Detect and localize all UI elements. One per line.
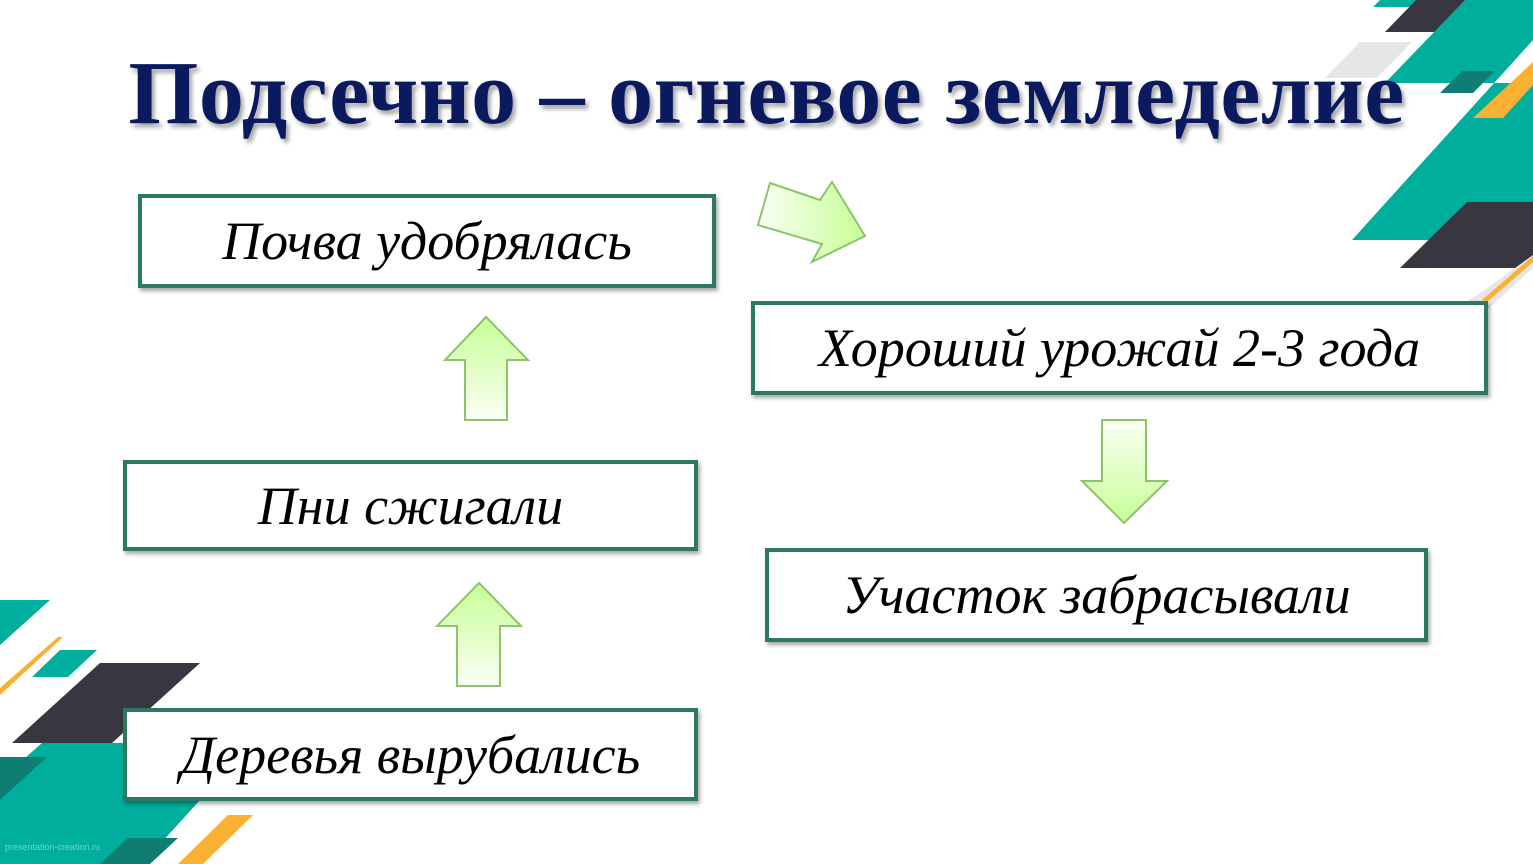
step-box-soil-fertilized: Почва удобрялась bbox=[138, 194, 716, 288]
deco-shape bbox=[178, 815, 253, 864]
deco-shape bbox=[0, 757, 47, 800]
step-label: Пни сжигали bbox=[257, 475, 564, 536]
arrow-diagonal-icon bbox=[756, 180, 867, 265]
arrow-up-icon bbox=[442, 315, 531, 421]
step-box-good-harvest: Хороший урожай 2-3 года bbox=[751, 301, 1488, 395]
step-label: Деревья вырубались bbox=[180, 724, 641, 785]
step-label: Участок забрасывали bbox=[842, 565, 1351, 625]
deco-shape bbox=[1325, 42, 1412, 78]
deco-shape bbox=[1400, 202, 1533, 268]
step-label: Почва удобрялась bbox=[222, 211, 632, 271]
deco-shape bbox=[32, 650, 97, 677]
step-box-stumps-burned: Пни сжигали bbox=[123, 460, 698, 551]
deco-shape bbox=[0, 600, 50, 645]
deco-shape bbox=[100, 838, 178, 864]
deco-shape bbox=[1440, 71, 1495, 93]
watermark: presentation-creation.ru bbox=[5, 842, 101, 852]
step-box-plot-abandoned: Участок забрасывали bbox=[765, 548, 1428, 642]
slide-title: Подсечно – огневое земледелие bbox=[128, 44, 1405, 143]
deco-shape bbox=[1482, 256, 1533, 302]
step-box-trees-cut: Деревья вырубались bbox=[123, 708, 698, 801]
deco-shape bbox=[1473, 62, 1533, 118]
deco-shape bbox=[0, 637, 63, 695]
arrow-down-icon bbox=[1079, 419, 1170, 525]
arrow-up-icon bbox=[434, 581, 524, 687]
deco-shape bbox=[1352, 0, 1533, 240]
deco-shape bbox=[12, 663, 200, 743]
step-label: Хороший урожай 2-3 года bbox=[818, 318, 1421, 378]
